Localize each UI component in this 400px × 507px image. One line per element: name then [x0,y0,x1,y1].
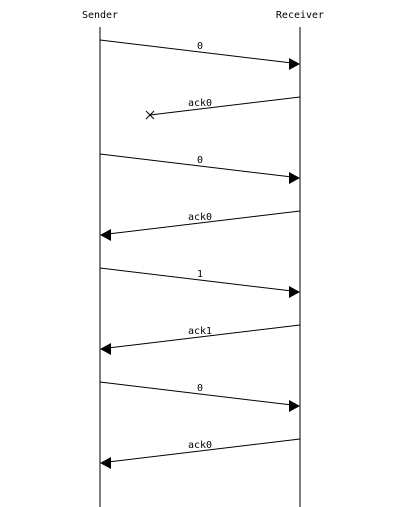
message-label: 0 [197,155,203,166]
message-line [99,153,290,178]
message-label: 0 [197,41,203,52]
sender-label: Sender [82,10,118,21]
message-2: ack0 [145,96,301,120]
arrowhead-icon [289,58,300,70]
message-label: ack0 [188,98,212,109]
message-label: ack0 [188,440,212,451]
message-3: 0 [99,153,300,184]
arrowhead-icon [289,172,300,184]
arrowhead-icon [289,286,300,298]
message-line [99,267,290,292]
message-8: ack0 [100,438,301,469]
message-label: ack1 [188,326,212,337]
arrowhead-icon [100,457,111,469]
message-6: ack1 [100,324,301,355]
message-line [149,96,301,116]
receiver-label: Receiver [276,10,324,21]
message-label: 1 [197,269,203,280]
message-1: 0 [99,39,300,70]
message-line [99,381,290,406]
message-line [110,210,301,235]
message-5: 1 [99,267,300,298]
message-arrows: 0 ack0 0 ack0 1 ack1 0 ack0 [99,39,301,469]
message-label: 0 [197,383,203,394]
message-line [99,39,290,64]
lost-marker-icon [145,110,155,120]
arrowhead-icon [289,400,300,412]
message-7: 0 [99,381,300,412]
arrowhead-icon [100,343,111,355]
arrowhead-icon [100,229,111,241]
message-line [110,324,301,349]
message-line [110,438,301,463]
message-label: ack0 [188,212,212,223]
message-4: ack0 [100,210,301,241]
